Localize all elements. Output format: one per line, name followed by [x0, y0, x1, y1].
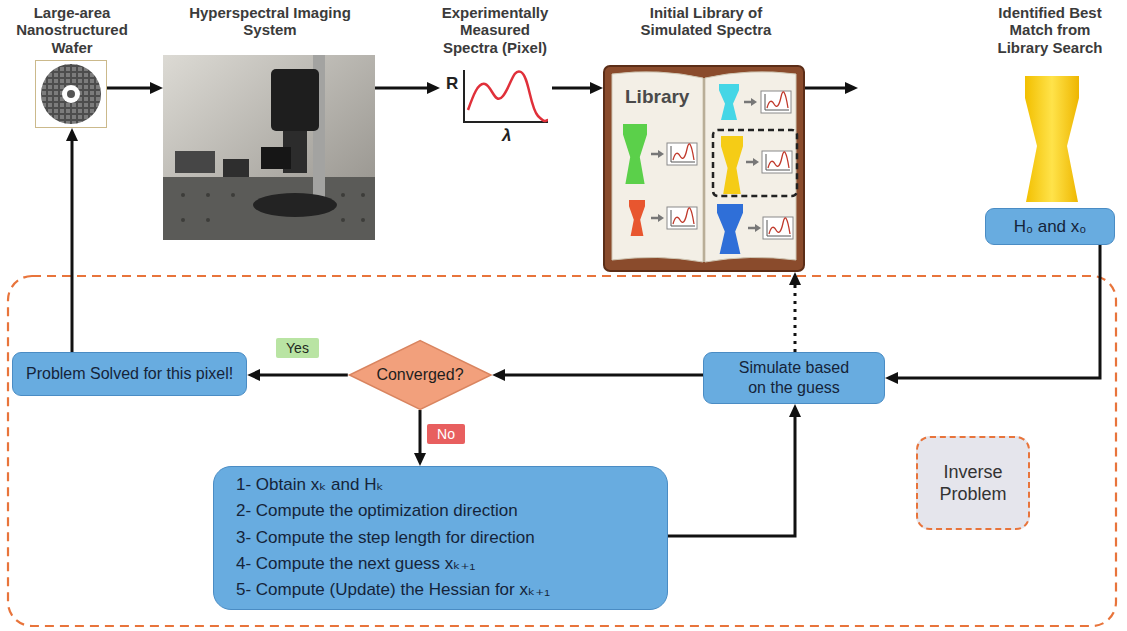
- connector-arrow: [107, 87, 152, 90]
- book-title: Library: [625, 86, 689, 108]
- wafer-illustration: [35, 60, 107, 128]
- spectrum-thumbnail: [761, 91, 791, 113]
- panel-heading: Hyperspectral Imaging System: [185, 4, 355, 39]
- box-text: H₀ and x₀: [1014, 216, 1087, 237]
- structure-shape: [1025, 76, 1079, 202]
- wafer-center: [62, 85, 80, 103]
- spectrum-thumbnail: [667, 143, 697, 165]
- result-box: Problem Solved for this pixel!: [12, 352, 247, 396]
- graph-axes: [464, 70, 548, 122]
- box-text: Simulate based on the guess: [732, 358, 857, 398]
- region-label-box: Inverse Problem: [916, 436, 1030, 530]
- best-match-structure: [1022, 74, 1082, 204]
- axis-label: λ: [502, 126, 511, 146]
- spectra-panel: Experimentally Measured Spectra (Pixel)R…: [440, 66, 552, 150]
- parameter-box: H₀ and x₀: [985, 208, 1115, 245]
- connector-arrow: [805, 87, 847, 90]
- spectrum-thumbnail: [763, 217, 793, 239]
- structure-shape: [623, 124, 647, 184]
- spectrum-thumbnail: [762, 151, 792, 173]
- connector-arrow: [258, 374, 348, 377]
- optical-table: [163, 177, 375, 240]
- table-holes: [181, 193, 365, 222]
- small-arrow: [746, 158, 759, 166]
- book-spine: [703, 78, 705, 262]
- box-text: 5- Compute (Update) the Hessian for xₖ₊₁: [236, 577, 550, 603]
- best-match-panel: Identified Best Match from Library Searc…: [858, 70, 1110, 206]
- yes-label: Yes: [276, 338, 319, 358]
- panel-heading: Experimentally Measured Spectra (Pixel): [435, 4, 555, 56]
- imaging-panel: Hyperspectral Imaging System: [163, 55, 375, 240]
- panel-heading: Initial Library of Simulated Spectra: [626, 4, 786, 39]
- box-text: Problem Solved for this pixel!: [26, 364, 233, 384]
- structure-shape: [721, 136, 743, 194]
- connector-arrow: [419, 410, 422, 455]
- wafer-dot: [67, 90, 75, 98]
- connector-arrow: [552, 87, 592, 90]
- box-text: 2- Compute the optimization direction: [236, 498, 518, 524]
- filter-unit: [261, 147, 291, 169]
- connector-arrow: [503, 374, 703, 377]
- small-arrow: [651, 150, 664, 158]
- process-box: Simulate based on the guess: [703, 352, 885, 404]
- photo-background: [163, 55, 375, 240]
- structure-shape: [719, 84, 739, 120]
- connector-arrow: [896, 245, 1100, 378]
- spectrum-curve: [468, 71, 548, 121]
- connector-arrow: [71, 139, 74, 352]
- connector-arrow: [794, 283, 797, 352]
- box-text: 3- Compute the step length for direction: [236, 525, 535, 551]
- box-text: 4- Compute the next guess xₖ₊₁: [236, 551, 475, 577]
- panel-heading: Identified Best Match from Library Searc…: [985, 4, 1115, 56]
- box-text: Converged?: [376, 365, 463, 385]
- dashed-region: [8, 276, 1116, 626]
- library-panel: Initial Library of Simulated SpectraLibr…: [603, 62, 805, 272]
- steps-box: 1- Obtain xₖ and Hₖ2- Compute the optimi…: [213, 466, 668, 610]
- diamond-shape: [349, 341, 491, 410]
- book-page: [612, 72, 703, 262]
- box-text: 1- Obtain xₖ and Hₖ: [236, 472, 384, 498]
- camera-body: [271, 69, 319, 131]
- wafer-disc: [41, 64, 101, 124]
- wafer-frame: [36, 61, 107, 128]
- wafer-panel: Large-area Nanostructured Wafer: [35, 60, 107, 128]
- structure-shape: [629, 200, 645, 236]
- box-text: Inverse Problem: [928, 461, 1018, 506]
- spectrum-thumbnail: [667, 207, 697, 229]
- imaging-photo: [163, 55, 375, 240]
- small-arrow: [744, 98, 757, 106]
- sample-stage: [253, 193, 337, 217]
- match-highlight: [713, 130, 797, 196]
- structure-shape: [717, 204, 743, 254]
- panel-heading: Large-area Nanostructured Wafer: [7, 4, 137, 56]
- axis-label: R: [446, 74, 458, 94]
- no-label: No: [427, 424, 465, 444]
- decision-diamond: Converged?: [348, 340, 492, 410]
- small-arrow: [651, 214, 664, 222]
- book-cover: [604, 66, 804, 271]
- connector-arrow: [375, 87, 429, 90]
- light-source: [223, 159, 249, 177]
- connector-arrow: [668, 415, 795, 536]
- controller: [175, 151, 215, 173]
- book-page: [705, 72, 796, 262]
- small-arrow: [748, 224, 761, 232]
